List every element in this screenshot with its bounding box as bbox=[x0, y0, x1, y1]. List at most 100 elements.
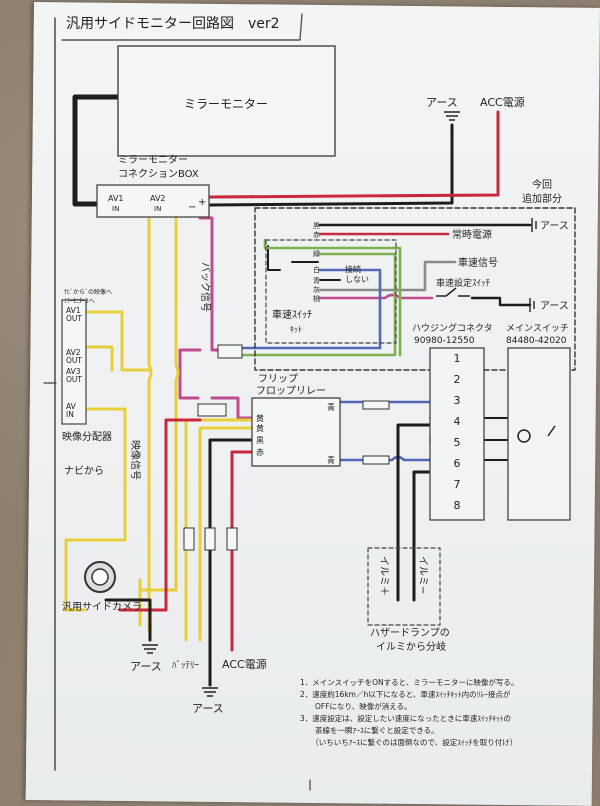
relay-terminal-blue-bottom: 青 bbox=[327, 455, 335, 465]
earth-symbol-relay bbox=[202, 687, 218, 697]
video-splitter bbox=[61, 299, 87, 425]
splitter-av2-out: OUT bbox=[66, 356, 82, 365]
fuse-blue-bottom bbox=[362, 455, 390, 465]
splitter-av2: AV2 bbox=[66, 348, 81, 357]
wire-illumi-plus bbox=[396, 423, 432, 602]
hazard-label-1: ハザードランプの bbox=[370, 627, 450, 639]
housing-pin-4: 4 bbox=[454, 415, 461, 428]
main-switch-label-2: 84480-42020 bbox=[506, 336, 567, 346]
wire-red-relay-acc bbox=[230, 450, 255, 652]
speed-kit-label-2: ｷｯﾄ bbox=[290, 325, 302, 334]
main-switch-label-1: メインスイッチ bbox=[506, 323, 569, 334]
flip-flop-relay bbox=[251, 397, 341, 467]
note-line-6: （いちいちｱｰｽに繋ぐのは面倒なので、設定ｽｲｯﾁを取り付け） bbox=[300, 737, 517, 747]
splitter-name: 映像分配器 bbox=[62, 431, 112, 443]
earth-symbol-switch bbox=[529, 298, 535, 312]
wire-black-relay-earth bbox=[208, 438, 255, 687]
fuse-earth bbox=[204, 527, 216, 551]
kit-terminal-1: 黒 bbox=[313, 222, 320, 230]
wire-red-camera bbox=[118, 418, 168, 612]
wire-illumi-minus bbox=[412, 470, 432, 602]
camera-label: 汎用サイドカメラ bbox=[62, 600, 142, 613]
diagram-title: 汎用サイドモニター回路図 ver2 bbox=[66, 16, 280, 32]
acc-bottom-label: ACC電源 bbox=[222, 657, 267, 671]
switch-symbol bbox=[547, 425, 556, 437]
wire-yellow-av2 bbox=[174, 212, 180, 592]
housing-pin-3: 3 bbox=[454, 394, 461, 407]
housing-connector bbox=[429, 347, 485, 521]
not-connected-1: 接続 bbox=[345, 264, 361, 274]
splitter-av3-out: OUT bbox=[66, 375, 82, 384]
notes-block: 1．メインスイッチをONすると、ミラーモニターに映像が写る。 2．速度約16km… bbox=[300, 677, 518, 747]
box-minus: − bbox=[188, 202, 196, 213]
wire-gray-speed-signal bbox=[318, 260, 457, 292]
earth-symbol-kit bbox=[531, 218, 537, 232]
wire-yellow-splitter-av2 bbox=[83, 345, 114, 372]
acc-top-label: ACC電源 bbox=[480, 95, 525, 109]
camera-lens bbox=[91, 568, 109, 586]
wire-black-monitor bbox=[72, 94, 123, 207]
switch-earth-label: アース bbox=[540, 301, 569, 312]
wire-black-box-earth bbox=[208, 123, 454, 207]
housing-pin-7: 7 bbox=[454, 478, 461, 491]
not-connected-2: しない bbox=[345, 275, 369, 284]
splitter-av: AV bbox=[66, 402, 77, 411]
splitter-av1: AV1 bbox=[66, 306, 81, 315]
kit-terminal-6: 灰 bbox=[313, 285, 320, 294]
housing-pin-5: 5 bbox=[454, 436, 461, 449]
constant-power-label: 常時電源 bbox=[452, 228, 492, 241]
relay-terminal-3: 黒 bbox=[256, 436, 264, 445]
mirror-monitor bbox=[117, 45, 336, 157]
relay-terminal-blue-top: 青 bbox=[327, 402, 335, 412]
wire-pink-relay-in bbox=[210, 396, 254, 420]
housing-label-2: 90980-12550 bbox=[414, 336, 475, 346]
speed-kit-terminals: 黒 赤 緑 白 青 灰 桃 bbox=[313, 222, 320, 303]
housing-pin-1: 1 bbox=[454, 352, 461, 365]
added-part-line1: 今回 bbox=[532, 178, 552, 191]
earth-symbol-camera bbox=[142, 644, 158, 654]
video-signal-label: 映像信号 bbox=[129, 440, 141, 480]
fuse-battery bbox=[183, 527, 195, 551]
splitter-av-in: IN bbox=[66, 410, 74, 419]
wire-yellow-av1 bbox=[147, 212, 153, 632]
from-navi-label: ナビから bbox=[64, 465, 104, 477]
earth-camera-label: アース bbox=[130, 660, 162, 673]
relay-terminal-4: 赤 bbox=[256, 448, 264, 457]
housing-pin-2: 2 bbox=[454, 373, 461, 386]
wire-yellow-navi bbox=[64, 407, 127, 612]
box-av1-label: AV1 bbox=[108, 194, 124, 203]
earth-top-label: アース bbox=[426, 96, 458, 109]
connection-box-title-2: コネクションBOX bbox=[118, 168, 199, 180]
splitter-av1-out: OUT bbox=[66, 314, 82, 323]
added-part-line2: 追加部分 bbox=[522, 192, 562, 205]
connection-box-title-1: ミラーモニター bbox=[118, 154, 188, 166]
wire-black-switch-earth bbox=[470, 296, 532, 307]
fuse-blue-top bbox=[362, 400, 390, 410]
note-line-3: OFFになり、映像が消える。 bbox=[300, 701, 412, 711]
kit-terminal-7: 桃 bbox=[313, 294, 320, 303]
note-line-2: 2．速度約16km／h以下になると、車速ｽｲｯﾁｷｯﾄ内のﾘﾚｰ接点が bbox=[300, 689, 511, 699]
illumi-plus-label: イルミ＋ bbox=[378, 556, 389, 596]
box-plus: + bbox=[198, 197, 206, 208]
wire-yellow-splitter-av1 bbox=[83, 310, 151, 372]
note-line-5: 茶線を一瞬ｱｰｽに繋ぐと設定できる。 bbox=[300, 725, 439, 735]
fuse-relay bbox=[197, 403, 227, 417]
speed-setting-switch-label: 車速設定ｽｲｯﾁ bbox=[436, 277, 491, 289]
wire-red-box-acc bbox=[208, 110, 500, 199]
hazard-label-2: イルミから分岐 bbox=[376, 640, 446, 653]
kit-terminal-5: 青 bbox=[313, 276, 320, 285]
added-part-box bbox=[254, 207, 576, 371]
lamp-symbol bbox=[517, 429, 531, 443]
kit-earth-label: アース bbox=[540, 221, 569, 232]
wire-yellow-battery bbox=[198, 426, 255, 642]
illumi-minus-label: イルミ− bbox=[417, 556, 428, 594]
earth-symbol-top bbox=[444, 111, 460, 121]
note-line-4: 3．速度設定は、設定したい速度になったときに車速ｽｲｯﾁｷｯﾄの bbox=[300, 713, 511, 723]
fuse-acc bbox=[226, 527, 238, 551]
speed-kit-label-1: 車速ｽｲｯﾁ bbox=[272, 308, 312, 321]
housing-pin-8: 8 bbox=[454, 499, 461, 512]
flip-flop-line1: フリップ bbox=[258, 373, 298, 385]
title-frame-line bbox=[61, 13, 303, 41]
battery-label: ﾊﾞｯﾃﾘｰ bbox=[172, 660, 200, 671]
